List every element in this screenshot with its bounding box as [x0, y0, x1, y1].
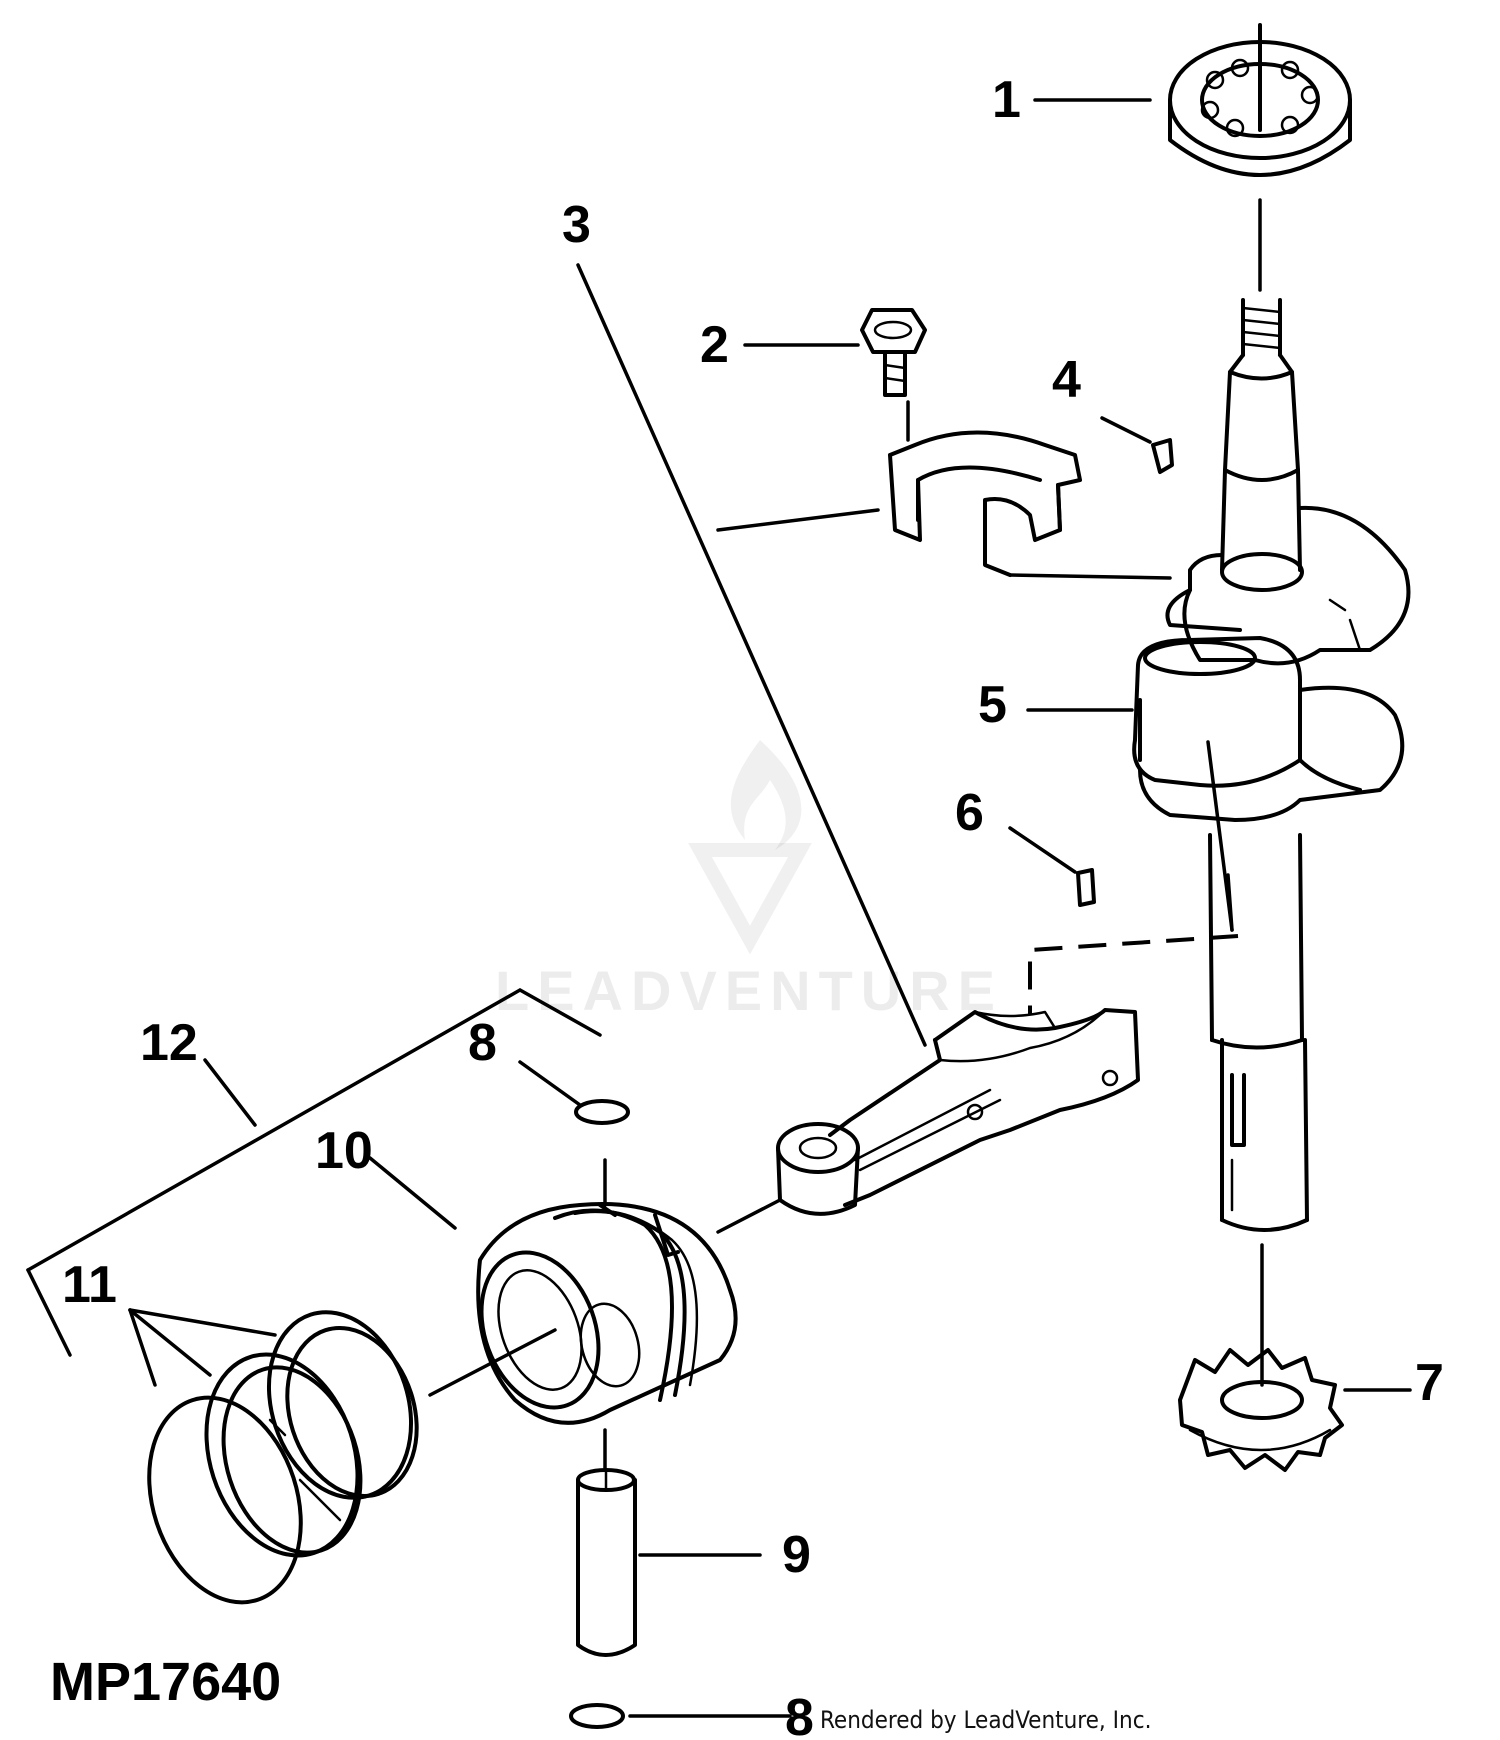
key-top: [1151, 438, 1174, 474]
watermark: LEADVENTURE: [495, 740, 1003, 1022]
callout-2: 2: [700, 316, 729, 374]
bearing: [1168, 23, 1352, 177]
callout-1: 1: [992, 71, 1021, 129]
piston: [476, 1202, 738, 1425]
callout-6: 6: [955, 784, 984, 842]
callout-12: 12: [140, 1014, 198, 1072]
callout-11: 11: [62, 1256, 117, 1314]
crankshaft: [1132, 298, 1411, 1232]
cap-screw: [860, 308, 927, 442]
retaining-ring-bottom: [569, 1703, 625, 1729]
callout-9: 9: [782, 1526, 811, 1584]
retaining-ring-top: [574, 1099, 630, 1125]
callout-4: 4: [1052, 351, 1081, 409]
v-logo-icon: [688, 843, 812, 955]
callout-3: 3: [562, 196, 591, 254]
flame-logo-icon: [730, 740, 802, 850]
connecting-rod: [776, 1008, 1140, 1216]
credit-text: Rendered by LeadVenture, Inc.: [820, 1706, 1151, 1734]
callout-8-bottom: 8: [785, 1689, 814, 1740]
piston-pin: [576, 1468, 637, 1657]
callout-5: 5: [978, 676, 1007, 734]
figure-code: MP17640: [50, 1652, 281, 1712]
watermark-text: LEADVENTURE: [495, 959, 1003, 1022]
callout-7: 7: [1415, 1354, 1444, 1412]
connecting-rod-cap: [888, 430, 1082, 577]
key-bottom: [1076, 868, 1096, 907]
callout-8-top: 8: [468, 1014, 497, 1072]
callout-10: 10: [315, 1122, 373, 1180]
piston-rings: [147, 1310, 419, 1605]
